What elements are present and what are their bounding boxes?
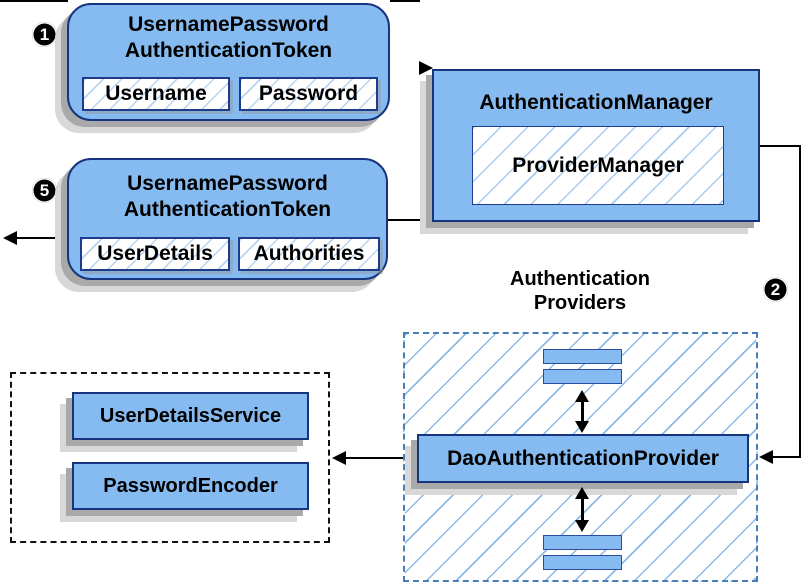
- token-request-title: UsernamePassword AuthenticationToken: [69, 12, 388, 64]
- username-field-label: Username: [105, 82, 207, 105]
- provider-manager-box: ProviderManager: [472, 126, 724, 205]
- authentication-manager-box: AuthenticationManager ProviderManager: [432, 69, 760, 222]
- step2-badge: 2: [763, 277, 788, 302]
- step1-badge: 1: [32, 22, 57, 47]
- user-details-service-box: UserDetailsService: [72, 392, 309, 440]
- manager-right-connector-v: [799, 145, 801, 458]
- authentication-manager-title: AuthenticationManager: [479, 91, 713, 114]
- password-field-label: Password: [258, 82, 359, 105]
- token-result-title-line1: UsernamePassword: [127, 172, 328, 195]
- username-field: Username: [82, 77, 230, 111]
- user-details-service-label: UserDetailsService: [99, 404, 282, 427]
- request-arrowhead-icon: [419, 61, 433, 75]
- request-arrow-shaft: [390, 0, 420, 2]
- password-encoder-label: PasswordEncoder: [103, 474, 278, 497]
- bidirectional-arrow-top-icon: [574, 390, 590, 433]
- services-group-box: UserDetailsService PasswordEncoder: [10, 372, 330, 543]
- token-request-box: UsernamePassword AuthenticationToken Use…: [67, 3, 390, 121]
- provider-in-arrowhead-icon: [759, 450, 773, 464]
- authorities-field: Authorities: [238, 237, 380, 271]
- password-encoder-box: PasswordEncoder: [72, 462, 309, 510]
- flow-in-line: [0, 0, 68, 2]
- services-arrowhead-icon: [332, 451, 346, 465]
- token-request-title-line2: AuthenticationToken: [124, 39, 333, 62]
- provider-to-services-shaft: [346, 457, 417, 459]
- result-connector-line: [388, 219, 433, 221]
- providers-heading: Authentication Providers: [445, 267, 715, 315]
- manager-right-connector-h2: [773, 456, 801, 458]
- password-field: Password: [239, 77, 378, 111]
- manager-right-connector-h1: [760, 145, 801, 147]
- authorities-field-label: Authorities: [253, 242, 365, 265]
- bidirectional-arrow-bottom-icon: [574, 487, 590, 532]
- token-result-box: UsernamePassword AuthenticationToken Use…: [67, 158, 388, 280]
- flow-out-arrowhead-icon: [3, 231, 17, 245]
- step5-badge: 5: [32, 178, 57, 203]
- providers-heading-line2: Providers: [533, 292, 627, 314]
- token-result-title: UsernamePassword AuthenticationToken: [69, 171, 386, 223]
- provider-placeholder-bottom-bar1: [543, 535, 622, 550]
- provider-manager-label: ProviderManager: [512, 153, 684, 177]
- user-details-field-label: UserDetails: [97, 242, 213, 265]
- token-result-title-line2: AuthenticationToken: [123, 198, 332, 221]
- user-details-field: UserDetails: [80, 237, 230, 271]
- dao-authentication-provider-box: DaoAuthenticationProvider: [417, 434, 749, 483]
- provider-placeholder-bottom-bar2: [543, 555, 622, 570]
- token-request-title-line1: UsernamePassword: [128, 13, 329, 36]
- provider-placeholder-top-bar1: [543, 349, 622, 364]
- flow-out-shaft: [15, 237, 68, 239]
- providers-heading-line1: Authentication: [510, 268, 650, 290]
- dao-authentication-provider-label: DaoAuthenticationProvider: [447, 446, 719, 470]
- provider-placeholder-top-bar2: [543, 369, 622, 384]
